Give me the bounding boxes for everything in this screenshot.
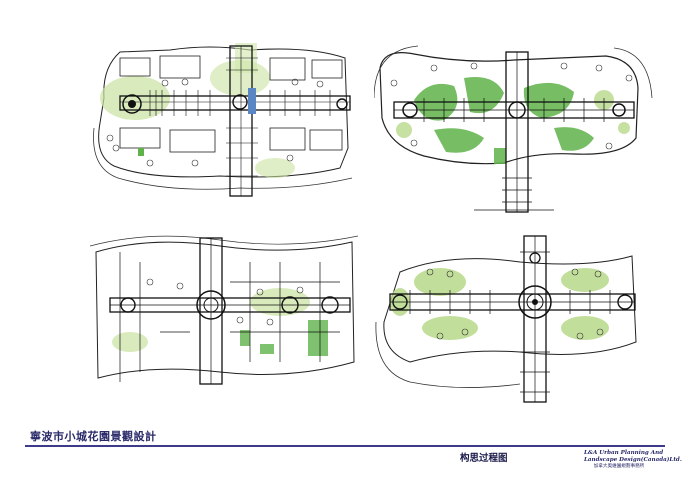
title-divider — [25, 445, 665, 447]
project-title: 寧波市小城花園景觀設計 — [30, 430, 157, 443]
concept-sketch-1 — [90, 38, 355, 208]
firm-name-line-1: L&A Urban Planning And — [584, 450, 664, 456]
sheet-title: 构思过程图 — [460, 453, 508, 464]
firm-name-line-2: Landscape Design(Canada)Ltd. — [584, 457, 682, 463]
concept-sketch-2 — [374, 38, 654, 218]
firm-name-chinese: 加拿大奧維園規劃事務所 — [593, 464, 645, 469]
concept-sketch-3 — [90, 232, 358, 390]
concept-sketch-4 — [370, 232, 650, 404]
firm-logo-block: L&A Urban Planning And Landscape Design(… — [584, 450, 682, 470]
